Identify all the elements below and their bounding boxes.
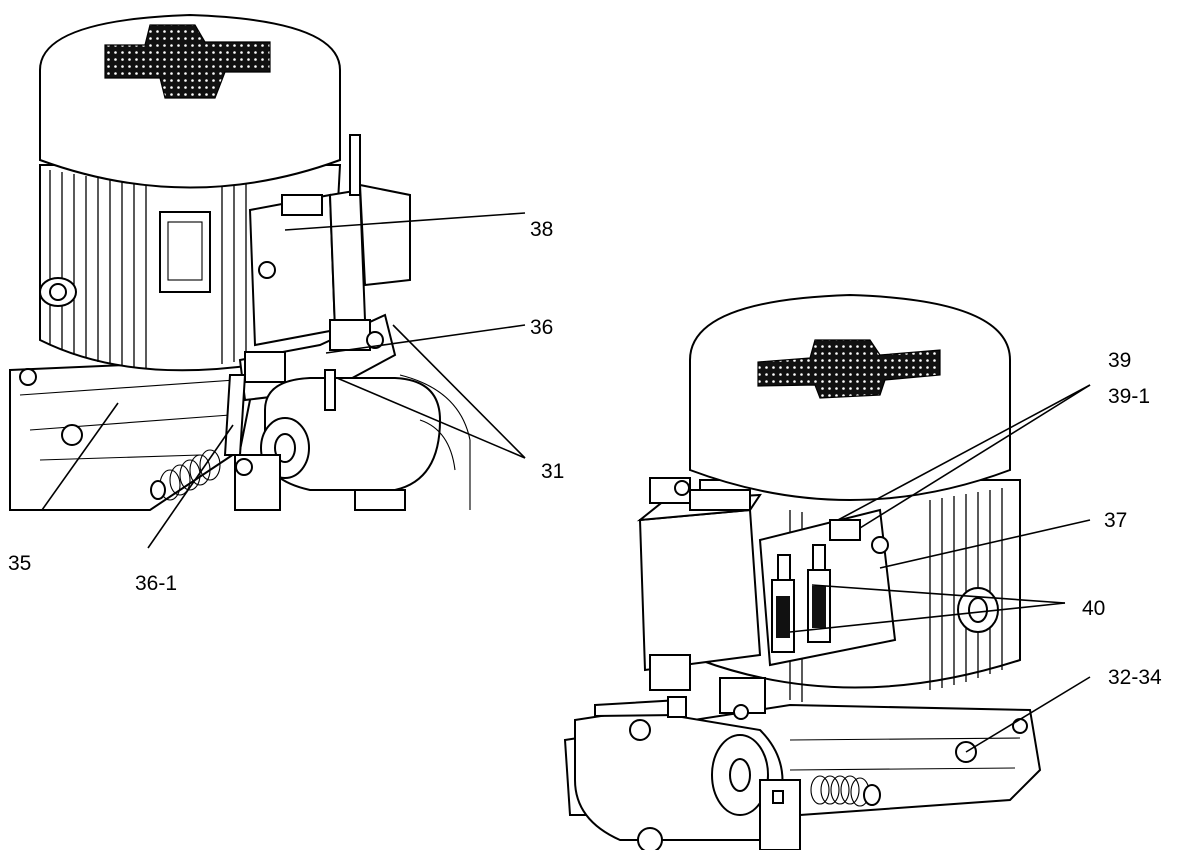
leader-lines — [41, 212, 1091, 753]
callout-38: 38 — [530, 218, 553, 241]
right-motor-assembly — [563, 293, 1042, 850]
callout-31: 31 — [541, 460, 564, 483]
callout-36-1: 36-1 — [135, 572, 177, 595]
callout-36: 36 — [530, 316, 553, 339]
right-switch-box — [638, 508, 762, 672]
callout-32-34: 32-34 — [1108, 666, 1162, 689]
callout-39: 39 — [1108, 349, 1131, 372]
right-vent-grid — [757, 339, 941, 399]
callout-37: 37 — [1104, 509, 1127, 532]
left-vent-grid — [104, 24, 271, 99]
left-cooling-fins — [49, 170, 247, 368]
left-motor-assembly — [9, 13, 471, 511]
left-spring — [150, 449, 221, 501]
right-spring — [810, 775, 881, 807]
left-brake-drum — [264, 377, 442, 491]
callout-35: 35 — [8, 552, 31, 575]
right-proximity-sensors — [771, 544, 831, 653]
left-bolt — [61, 424, 83, 446]
right-fan-cowl — [689, 293, 1011, 501]
callout-labels: 38 36 31 35 36-1 39 39-1 37 40 32-34 — [8, 218, 1162, 689]
left-base-flange — [9, 358, 252, 511]
callout-40: 40 — [1082, 597, 1105, 620]
callout-39-1: 39-1 — [1108, 385, 1150, 408]
